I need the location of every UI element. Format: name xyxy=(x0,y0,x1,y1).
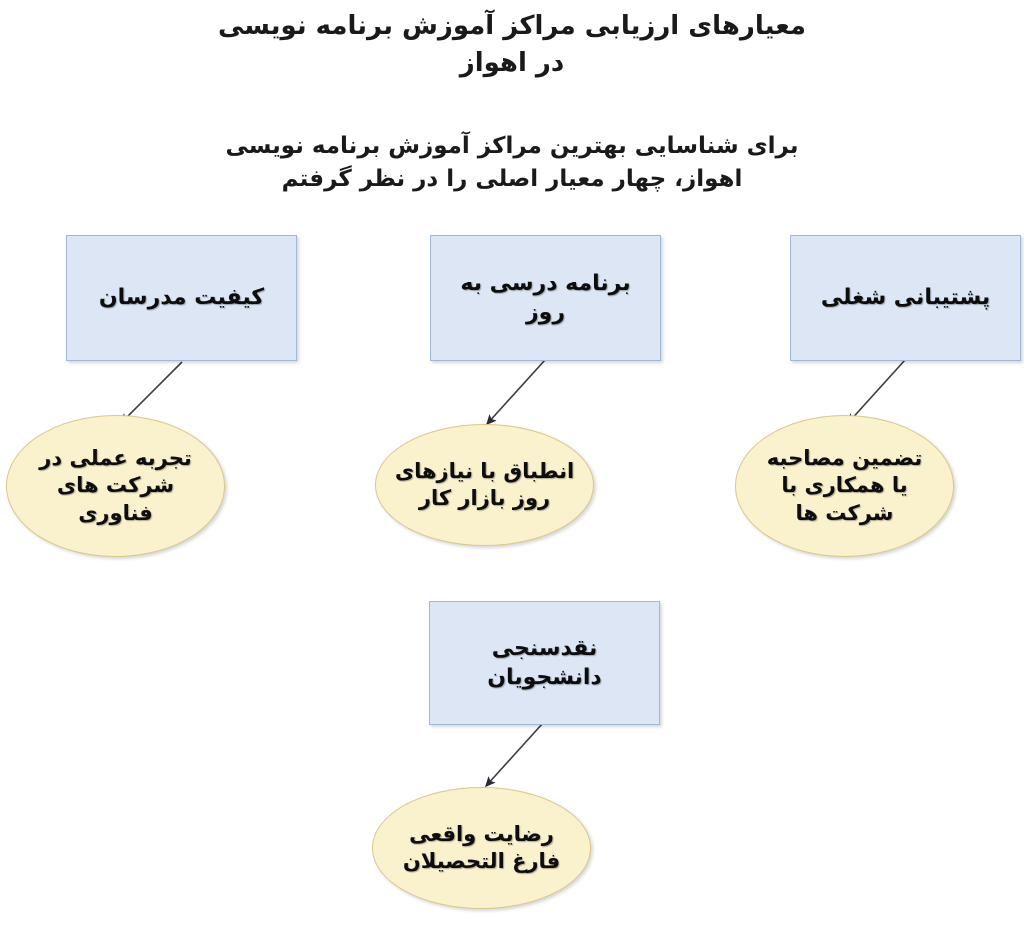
connector-arrow-1 xyxy=(119,361,183,425)
criterion-box-student-reviews[interactable]: نقدسنجی دانشجویان xyxy=(429,601,660,725)
criterion-box-label: برنامه درسی به روز xyxy=(460,270,631,325)
outcome-ellipse-practical-experience[interactable]: تجربه عملی در شرکت های فناوری xyxy=(6,415,225,557)
connector-arrow-3 xyxy=(847,359,906,425)
outcome-ellipse-interview-guarantee[interactable]: تضمین مصاحبه یا همکاری با شرکت ها xyxy=(735,415,954,557)
criterion-box-label: پشتیبانی شغلی xyxy=(820,285,991,311)
criterion-box-career-support[interactable]: پشتیبانی شغلی xyxy=(790,235,1021,361)
criterion-box-teacher-quality[interactable]: کیفیت مدرسان xyxy=(66,235,297,361)
outcome-ellipse-label: تجربه عملی در شرکت های فناوری xyxy=(39,446,192,525)
page-subtitle: برای شناسایی بهترین مراکز آموزش برنامه ن… xyxy=(225,133,799,193)
criterion-box-updated-curriculum[interactable]: برنامه درسی به روز xyxy=(430,235,661,361)
outcome-ellipse-market-alignment[interactable]: انطباق با نیازهای روز بازار کار xyxy=(375,424,594,546)
outcome-ellipse-label: تضمین مصاحبه یا همکاری با شرکت ها xyxy=(766,446,923,525)
outcome-ellipse-label: انطباق با نیازهای روز بازار کار xyxy=(394,458,575,510)
connector-arrow-4 xyxy=(485,722,544,788)
outcome-ellipse-label: رضایت واقعی فارغ التحصیلان xyxy=(402,821,561,873)
page-title: معیارهای ارزیابی مراکز آموزش برنامه نویس… xyxy=(218,11,806,78)
connector-arrow-2 xyxy=(486,359,546,426)
criterion-box-label: کیفیت مدرسان xyxy=(98,285,265,311)
outcome-ellipse-graduate-satisfaction[interactable]: رضایت واقعی فارغ التحصیلان xyxy=(372,787,591,909)
criterion-box-label: نقدسنجی دانشجویان xyxy=(487,635,602,690)
